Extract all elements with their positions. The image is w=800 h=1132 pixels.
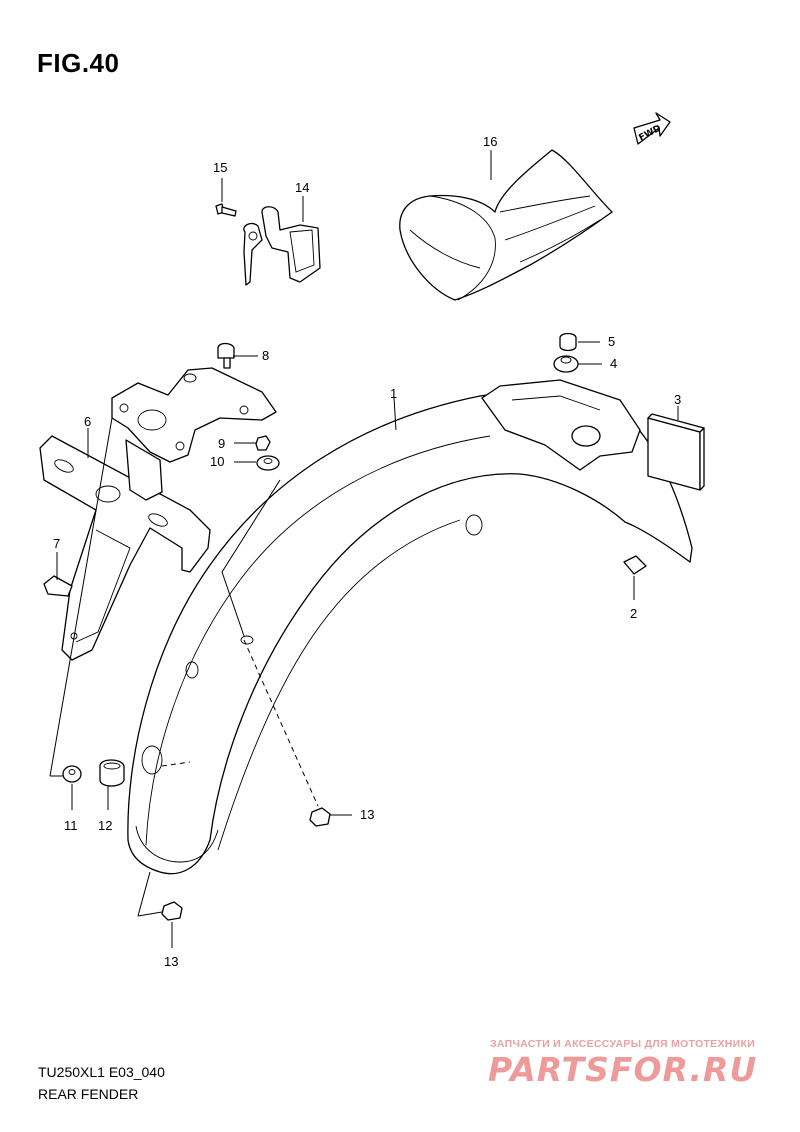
part-12-grommet <box>99 759 125 787</box>
part-1-rear-fender <box>127 379 693 875</box>
part-3-reflector <box>647 413 705 491</box>
part-4-grommet <box>553 355 579 373</box>
part-16-seat-tail-cover <box>399 149 613 301</box>
callout-11: 11 <box>64 818 78 833</box>
callout-16: 16 <box>483 134 497 149</box>
part-8-bolt <box>217 342 235 369</box>
watermark-tagline: ЗАПЧАСТИ И АКСЕССУАРЫ ДЛЯ МОТОТЕХНИКИ <box>490 1038 756 1050</box>
part-6-license-bracket <box>39 435 211 661</box>
part-10-washer <box>256 455 280 471</box>
callout-5: 5 <box>608 334 615 349</box>
fwd-arrow-icon: FWD <box>633 112 671 145</box>
section-name: REAR FENDER <box>38 1086 139 1102</box>
callout-12: 12 <box>98 818 112 833</box>
leader-lines <box>49 150 679 948</box>
part-13-nut-upper <box>309 807 331 827</box>
callout-7: 7 <box>53 536 60 551</box>
callout-4: 4 <box>610 356 617 371</box>
model-code: TU250XL1 E03_040 <box>38 1064 165 1080</box>
part-7-cushion-pad <box>43 575 73 597</box>
part-14-seat-lock-set <box>243 206 321 286</box>
figure-title: FIG.40 <box>37 48 120 78</box>
callout-8: 8 <box>262 348 269 363</box>
watermark-logo: PARTSFOR.RU <box>488 1050 758 1089</box>
callout-labels: 1 2 3 4 5 6 7 8 9 10 11 12 13 13 14 15 1… <box>53 134 681 969</box>
part-11-washer <box>62 765 82 783</box>
callout-6: 6 <box>84 414 91 429</box>
part-9-nut <box>255 435 271 451</box>
callout-13-upper: 13 <box>360 807 374 822</box>
callout-15: 15 <box>213 160 227 175</box>
callout-1: 1 <box>390 386 397 401</box>
part-2-cushion <box>623 555 647 575</box>
callout-3: 3 <box>674 392 681 407</box>
callout-10: 10 <box>210 454 224 469</box>
callout-9: 9 <box>218 436 225 451</box>
upper-bracket-plate <box>111 367 277 463</box>
part-15-screw <box>215 203 237 217</box>
part-5-collar <box>559 332 577 352</box>
callout-2: 2 <box>630 606 637 621</box>
part-13-nut-lower <box>161 901 183 921</box>
callout-14: 14 <box>295 180 309 195</box>
callout-13-lower: 13 <box>164 954 178 969</box>
